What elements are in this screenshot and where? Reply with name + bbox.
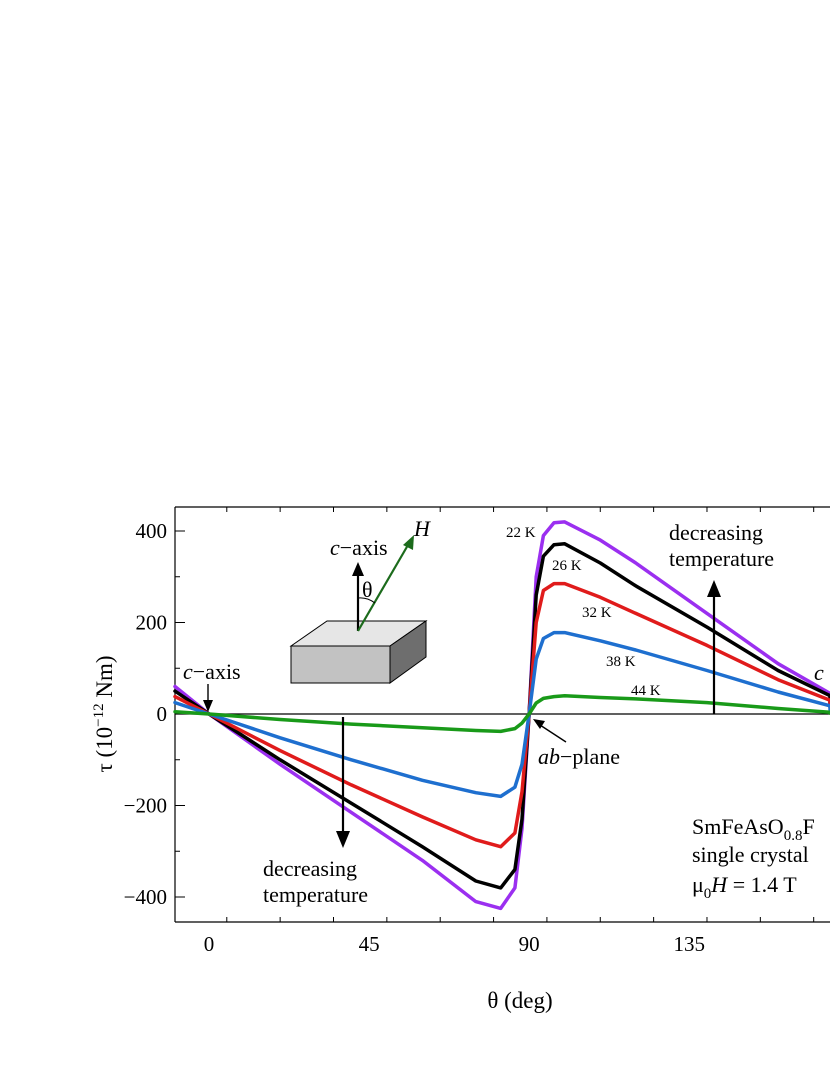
inset-c-axis-arrowhead [352, 562, 364, 576]
y-tick-label: 0 [157, 702, 168, 726]
y-axis-title: τ (10−12 Nm) [91, 655, 117, 772]
ab-plane-label: ab−plane [538, 744, 620, 769]
x-tick-label: 0 [204, 932, 215, 956]
y-axis-title-main: τ (10 [92, 727, 117, 773]
crystal-label: single crystal [692, 842, 809, 867]
decreasing-temp-label-1-line2: temperature [263, 882, 368, 907]
crystal-front-face [290, 645, 391, 684]
field-label: μ0H = 1.4 T [692, 872, 797, 902]
axis-ticks [175, 507, 815, 922]
series-line-38k [173, 630, 830, 799]
label-26K: 26 K [552, 558, 582, 574]
inset-c-axis-label: c−axis [330, 535, 388, 560]
ab-plane-arrow [539, 724, 567, 743]
inset-H-label: H [413, 516, 431, 541]
y-axis-title-tail: Nm) [92, 655, 117, 703]
c-axis-left-label: c−axis [183, 659, 241, 684]
label-38K: 38 K [606, 654, 636, 670]
y-tick-label: 400 [136, 519, 168, 543]
decreasing-temp-label-2-line2: temperature [669, 546, 774, 571]
series-line-44k [173, 693, 830, 734]
x-tick-label: 135 [673, 932, 705, 956]
label-22K: 22 K [506, 525, 536, 541]
inset-theta-label: θ [362, 577, 373, 602]
y-tick-label: −200 [124, 794, 167, 818]
ab-plane-arrowhead [533, 719, 545, 729]
inset-field-arrowhead [403, 535, 414, 550]
decreasing-temp-down-arrowhead [336, 831, 350, 848]
c-axis-right-label: c [814, 660, 824, 685]
axis-tick-labels: 0 45 90 135 400 200 0 −200 −400 [124, 519, 705, 956]
x-tick-label: 45 [359, 932, 380, 956]
y-tick-label: 200 [136, 611, 168, 635]
inset-field-arrow [357, 544, 409, 632]
series-group [173, 520, 830, 911]
label-32K: 32 K [582, 605, 612, 621]
inset-diagram: c−axis θ H [289, 516, 431, 684]
decreasing-temp-label-1-line1: decreasing [263, 856, 357, 881]
compound-label: SmFeAsO0.8F [692, 814, 815, 844]
decreasing-temp-label-2-line1: decreasing [669, 520, 763, 545]
c-axis-left-arrowhead [203, 700, 213, 712]
y-tick-label: −400 [124, 885, 167, 909]
label-44K: 44 K [631, 683, 661, 699]
series-line-32k [173, 581, 830, 849]
decreasing-temp-up-arrowhead [707, 580, 721, 597]
x-axis-title: θ (deg) [487, 988, 552, 1013]
x-tick-label: 90 [519, 932, 540, 956]
crystal-side-face [389, 620, 427, 684]
inset-theta-arc [357, 597, 376, 604]
y-axis-title-sup: −12 [91, 703, 107, 726]
